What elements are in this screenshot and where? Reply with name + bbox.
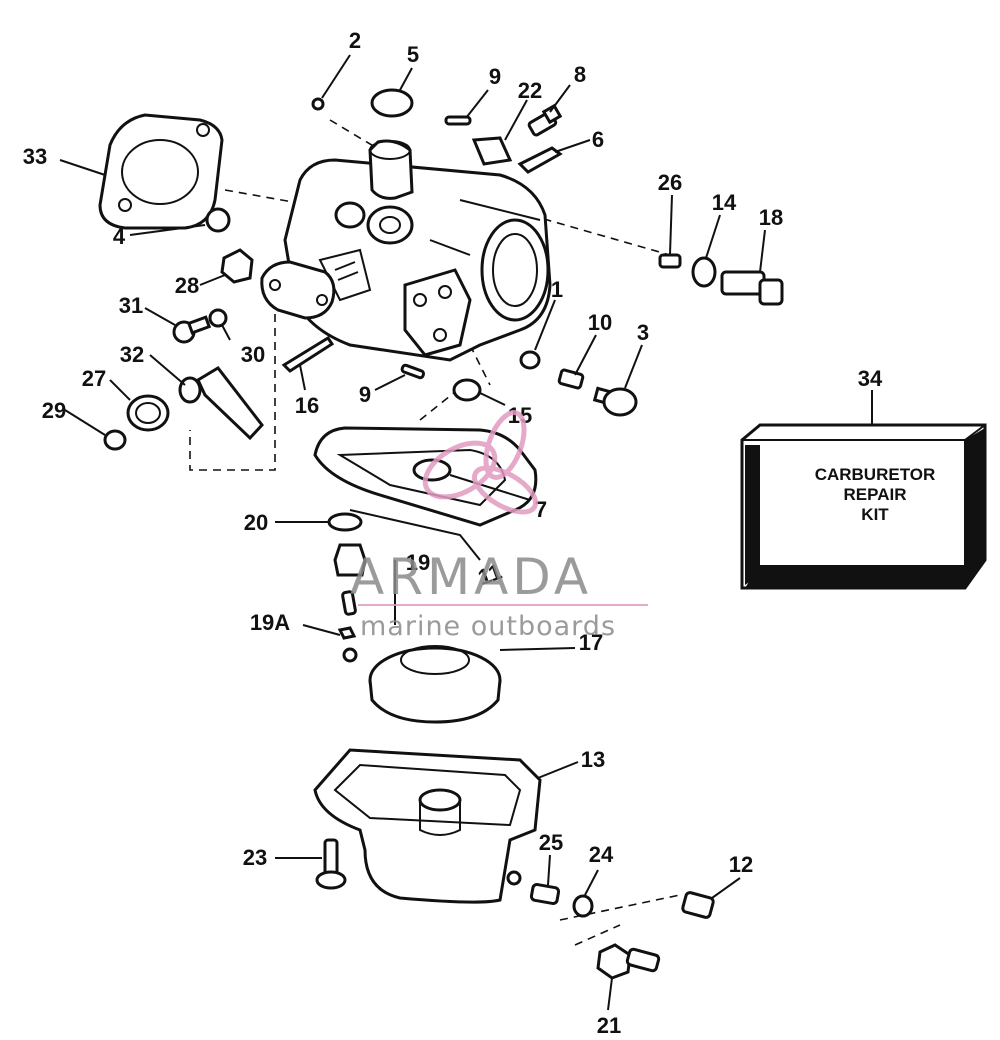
screw-part-8 (527, 103, 563, 137)
callout-13: 13 (581, 747, 605, 772)
washer-part-24 (572, 894, 594, 918)
callout-24: 24 (589, 842, 614, 867)
callout-19a: 19A (250, 610, 290, 635)
jet-part-25 (529, 882, 561, 906)
callout-30: 30 (241, 342, 265, 367)
callout-10: 10 (588, 310, 612, 335)
pin-part-9-upper (444, 115, 472, 126)
watermark-logo (422, 410, 539, 515)
callout-4: 4 (113, 224, 126, 249)
callout-29: 29 (42, 398, 66, 423)
callout-23: 23 (243, 845, 267, 870)
callout-34: 34 (858, 366, 883, 391)
carburetor-body (283, 139, 552, 362)
callout-9-lower: 9 (359, 382, 371, 407)
callout-20: 20 (244, 510, 268, 535)
callout-26: 26 (658, 170, 682, 195)
kit-label-line-3: KIT (861, 505, 889, 524)
repair-kit-box-part-34: CARBURETOR REPAIR KIT (740, 423, 987, 590)
callout-1: 1 (551, 277, 563, 302)
bracket-part-22 (471, 136, 513, 166)
callout-9-upper: 9 (489, 64, 501, 89)
callout-14: 14 (712, 190, 737, 215)
washer-part-30 (208, 308, 228, 328)
callout-12: 12 (729, 852, 753, 877)
callout-17: 17 (579, 630, 603, 655)
flange-gasket-part-33 (98, 113, 224, 230)
callout-32: 32 (120, 342, 144, 367)
callout-16: 16 (295, 393, 319, 418)
needle-part-6 (517, 146, 563, 174)
clip-part-19a (337, 626, 357, 640)
watermark: ARMADA marine outboards (350, 410, 648, 642)
screw-part-23 (315, 838, 347, 890)
lever-part-32 (178, 366, 264, 441)
welch-plug-part-5 (370, 88, 414, 118)
callout-25: 25 (539, 830, 563, 855)
plug-part-12 (681, 891, 715, 919)
callout-6: 6 (592, 127, 604, 152)
kit-label-line-2: REPAIR (844, 485, 907, 504)
callout-18: 18 (759, 205, 783, 230)
callout-22: 22 (518, 78, 542, 103)
callout-19: 19 (406, 550, 430, 575)
screw-part-26 (658, 253, 682, 269)
callout-5: 5 (407, 42, 419, 67)
callout-27: 27 (82, 366, 106, 391)
callout-28: 28 (175, 273, 199, 298)
jet-part-10 (557, 368, 585, 390)
screw-part-3 (592, 386, 638, 417)
float-bowl-part-13 (313, 748, 542, 904)
callout-31: 31 (119, 293, 143, 318)
washer-part-15 (452, 378, 482, 402)
kit-label-line-1: CARBURETOR (815, 465, 936, 484)
bolt-part-18 (720, 270, 784, 306)
gasket-part-20 (327, 512, 363, 532)
collar-part-27 (126, 394, 170, 432)
watermark-tagline: marine outboards (360, 611, 616, 642)
fitting-part-21 (596, 943, 661, 980)
screw-part-31 (172, 315, 212, 344)
callout-2: 2 (349, 28, 361, 53)
leader-lines (59, 54, 873, 1011)
float-part-17 (342, 645, 502, 724)
watermark-brand: ARMADA (350, 548, 592, 606)
o-ring-part-29 (103, 429, 127, 451)
needle-valve-part-19 (333, 543, 367, 616)
o-ring-part-1 (519, 350, 541, 370)
screw-part-16 (281, 335, 335, 373)
callout-3: 3 (637, 320, 649, 345)
pin-part-9-lower (400, 363, 426, 380)
callout-33: 33 (23, 144, 47, 169)
nut-part-28 (220, 248, 254, 284)
callout-21: 21 (597, 1013, 621, 1038)
washer-part-7 (412, 458, 452, 482)
plug-part-4 (205, 207, 231, 233)
check-ball-part-2 (311, 97, 325, 111)
throttle-lever-plate (260, 260, 336, 320)
washer-part-14 (691, 256, 717, 288)
callout-8: 8 (574, 62, 586, 87)
